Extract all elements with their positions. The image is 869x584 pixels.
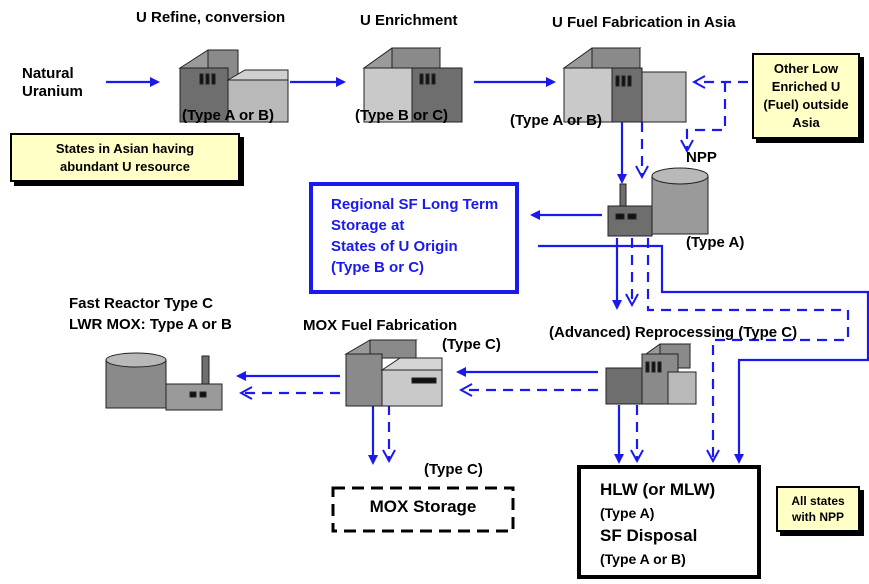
mox-fab-title: MOX Fuel Fabrication	[303, 317, 458, 334]
npp-reactor-icon	[607, 167, 709, 237]
u-enrichment-title: U Enrichment	[360, 12, 458, 29]
npp-type: (Type A)	[686, 234, 745, 251]
u-enrichment-type: (Type B or C)	[355, 107, 449, 124]
factory-icon-enrichment	[362, 47, 463, 123]
natural-uranium-label: Natural Uranium	[22, 65, 83, 100]
note-all-states: All states with NPP	[776, 486, 860, 532]
mox-storage-box	[331, 486, 515, 533]
mox-storage-label: MOX Storage	[369, 497, 477, 516]
reprocessing-title: (Advanced) Reprocessing (Type C)	[549, 324, 798, 341]
arrow-otherleu-to-npp	[687, 82, 727, 150]
hlw-label: HLW (or MLW) (Type A) SF Disposal (Type …	[600, 480, 716, 567]
mox-fab-type: (Type C)	[442, 336, 501, 353]
npp-title: NPP	[686, 149, 717, 166]
note-other-leu: Other Low Enriched U (Fuel) outside Asia	[752, 53, 860, 139]
u-refine-type: (Type A or B)	[182, 107, 274, 124]
factory-icon-mox	[344, 339, 443, 407]
fast-reactor-icon	[105, 352, 223, 411]
factory-icon-fuelfab	[562, 47, 687, 123]
fast-reactor-label: Fast Reactor Type C LWR MOX: Type A or B	[69, 295, 232, 333]
factory-icon-reprocessing	[605, 343, 697, 405]
arrow-regional-sf-return	[538, 244, 869, 464]
hlw-box	[577, 465, 761, 579]
arrow-npp-to-hlw-dashed	[646, 238, 850, 460]
u-refine-title: U Refine, conversion	[136, 9, 286, 26]
regional-sf-storage-box: Regional SF Long Term Storage at States …	[309, 182, 519, 294]
u-fuelfab-title: U Fuel Fabrication in Asia	[552, 14, 736, 31]
factory-icon-refine	[178, 49, 289, 123]
mox-storage-type: (Type C)	[424, 461, 483, 478]
u-fuelfab-type: (Type A or B)	[510, 112, 602, 129]
note-asian-states: States in Asian having abundant U resour…	[10, 133, 240, 182]
